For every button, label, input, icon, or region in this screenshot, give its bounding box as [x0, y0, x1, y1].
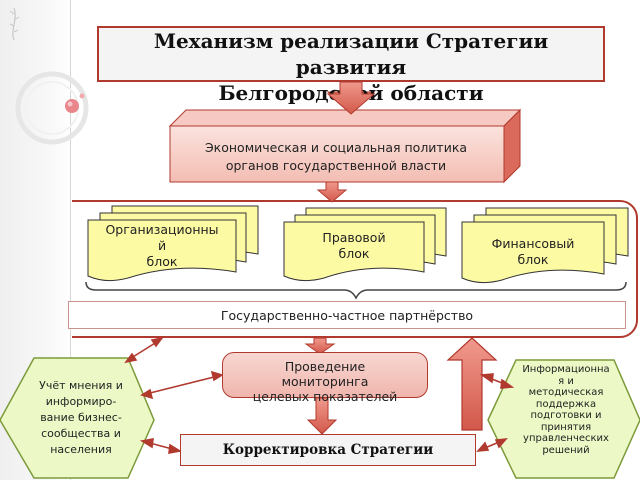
correction-label: Корректировка Стратегии: [222, 442, 434, 458]
arrow-policy-to-blocks: [316, 181, 348, 203]
economic-policy-label: Экономическая и социальная политика орга…: [172, 130, 500, 184]
left-hexagon: [0, 357, 155, 479]
financial-block-label: Финансовый блок: [464, 236, 602, 268]
organizational-block-label: Организационны й блок: [90, 222, 234, 270]
organizational-line-2: й: [157, 238, 167, 253]
correction-box: Корректировка Стратегии: [180, 434, 476, 466]
decorative-side-line: [70, 0, 71, 480]
title-line-2: развития: [295, 55, 407, 79]
right-hexagon-line-6: принятия: [540, 421, 592, 433]
right-hexagon-line-8: решений: [542, 444, 590, 456]
title-box: [97, 26, 605, 82]
decorative-circles: [9, 7, 89, 145]
partnership-label: Государственно-частное партнёрство: [220, 307, 474, 323]
right-hexagon-line-3: методическая: [528, 387, 604, 398]
organizational-line-3: блок: [146, 254, 178, 269]
right-hexagon-line-1: Информационна: [522, 364, 610, 375]
right-hexagon: [487, 359, 640, 479]
blocks-brace: [85, 281, 627, 300]
arrow-monitoring-to-correction: [306, 397, 338, 435]
arrow-feedback-up: [446, 337, 498, 431]
monitoring-box: [222, 352, 428, 398]
economic-policy-line-1: Экономическая и социальная политика: [204, 140, 468, 155]
financial-block-docs: [461, 207, 629, 284]
legal-block-label: Правовой блок: [286, 230, 422, 262]
left-hexagon-label: Учёт мнения и информиро- вание бизнес- с…: [22, 378, 140, 458]
left-hexagon-line-4: сообщества и: [41, 427, 121, 440]
right-hexagon-line-2: я и: [558, 375, 574, 387]
organizational-line-1: Организационны: [105, 222, 219, 237]
right-hexagon-line-7: управленческих: [523, 433, 609, 444]
monitoring-line-3: целевых показателей: [252, 389, 398, 404]
partnership-box: Государственно-частное партнёрство: [68, 301, 626, 329]
left-hexagon-line-2: информиро-: [45, 395, 117, 408]
monitoring-label: Проведение мониторинга целевых показател…: [222, 359, 428, 404]
arrow-partnership-to-monitoring: [304, 337, 336, 355]
financial-line-2: блок: [517, 252, 549, 267]
organizational-block-docs: [87, 205, 259, 282]
left-hexagon-line-1: Учёт мнения и: [39, 379, 123, 392]
connector-arrows: [124, 336, 515, 454]
legal-line-2: блок: [338, 246, 370, 261]
left-hexagon-line-5: населения: [50, 443, 112, 456]
page-title: Механизм реализации Стратегии развития Б…: [97, 28, 605, 106]
right-hexagon-line-5: подготовки и: [530, 410, 602, 421]
left-hexagon-line-3: вание бизнес-: [40, 411, 122, 424]
monitoring-line-2: мониторинга: [281, 374, 369, 389]
right-hexagon-label: Информационна я и методическая поддержка…: [510, 364, 622, 456]
legal-line-1: Правовой: [322, 230, 386, 245]
title-line-1: Механизм реализации Стратегии: [153, 29, 549, 53]
legal-block-docs: [283, 207, 447, 282]
monitoring-line-1: Проведение: [284, 359, 366, 374]
financial-line-1: Финансовый: [491, 236, 575, 251]
economic-policy-line-2: органов государственной власти: [225, 158, 447, 173]
right-hexagon-line-4: поддержка: [535, 398, 597, 410]
